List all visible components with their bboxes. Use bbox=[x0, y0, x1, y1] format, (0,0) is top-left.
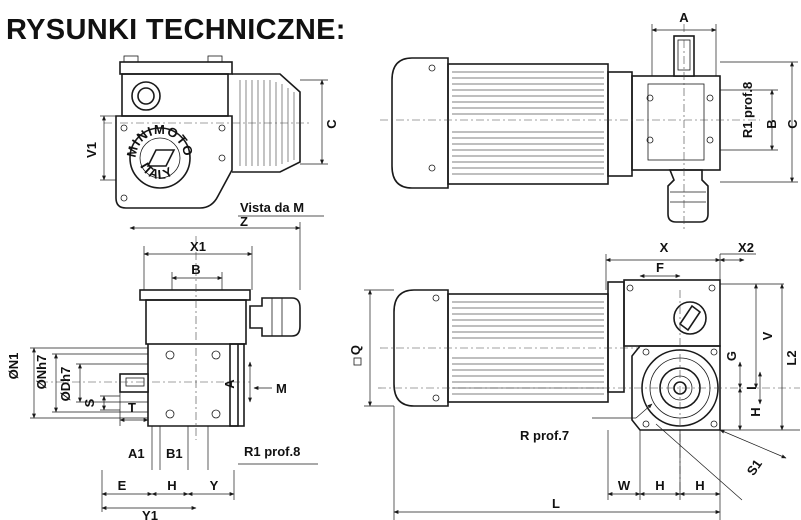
dim-A-top: A bbox=[679, 10, 689, 25]
dim-L2: L2 bbox=[784, 350, 799, 365]
dim-L: L bbox=[552, 496, 560, 511]
dim-H-vertical: H bbox=[748, 407, 763, 416]
dim-A-view: A bbox=[222, 379, 237, 389]
housing-top-flange-M bbox=[139, 289, 251, 301]
view-front-bottom-right: X F X2 Q V L2 G I H R prof.7 S1 bbox=[348, 240, 800, 520]
motor-body-top bbox=[447, 63, 609, 185]
dim-S1: S1 bbox=[744, 457, 765, 479]
dim-G: G bbox=[724, 351, 739, 361]
dim-X2: X2 bbox=[738, 240, 754, 255]
gearbox-top bbox=[631, 75, 721, 171]
dim-Nh7: ØNh7 bbox=[34, 355, 49, 390]
dim-C-left: C bbox=[324, 119, 339, 129]
top-screw-head-right bbox=[207, 55, 223, 63]
adapter-flange-top bbox=[607, 71, 633, 177]
terminal-cover-circle bbox=[673, 301, 707, 335]
view-top-right: A R1 prof.8 B C bbox=[380, 10, 800, 230]
dim-Dh7: ØDh7 bbox=[58, 367, 73, 402]
logo-seal-text: MINIMOTOR bbox=[0, 0, 196, 159]
dim-R1-prof8-view: R1 prof.8 bbox=[244, 444, 300, 459]
dim-T: T bbox=[128, 400, 136, 415]
dim-F: F bbox=[656, 260, 664, 275]
view-side-top-left: MINIMOTOR ITALY V1 C bbox=[0, 0, 339, 209]
dim-Y: Y bbox=[210, 478, 219, 493]
dim-A1: A1 bbox=[128, 446, 145, 461]
gear-housing-side bbox=[115, 115, 233, 209]
dim-V1: V1 bbox=[84, 142, 99, 158]
motor-stub bbox=[232, 73, 301, 173]
dim-N1: ØN1 bbox=[6, 353, 21, 380]
dim-Q: Q bbox=[348, 345, 363, 355]
top-flange bbox=[119, 61, 233, 75]
dim-E: E bbox=[118, 478, 127, 493]
dim-Z: Z bbox=[240, 214, 248, 229]
page-title: RYSUNKI TECHNICZNE: bbox=[6, 14, 346, 46]
dim-H-bottom-2: H bbox=[695, 478, 704, 493]
cable-gland-inner bbox=[137, 87, 155, 105]
dim-R-prof7: R prof.7 bbox=[520, 428, 569, 443]
dim-B1: B1 bbox=[166, 446, 183, 461]
dim-X: X bbox=[660, 240, 669, 255]
output-shaft-M bbox=[119, 373, 149, 393]
dim-X1: X1 bbox=[190, 239, 206, 254]
dim-H-left: H bbox=[167, 478, 176, 493]
dim-C-top: C bbox=[785, 119, 800, 129]
label-vista-da-M: Vista da M bbox=[240, 200, 304, 215]
view-from-M: Vista da M Z X1 B ØN1 ØNh7 bbox=[6, 200, 324, 520]
adapter-flange-front bbox=[607, 281, 625, 393]
motor-end-cap-top bbox=[391, 57, 449, 189]
logo-seal-ring bbox=[129, 127, 191, 189]
terminal-cover-slot bbox=[678, 304, 702, 332]
cable-gland-circle bbox=[131, 81, 161, 111]
dim-B-top: B bbox=[764, 119, 779, 128]
cable-gland-top bbox=[667, 169, 709, 223]
dim-W: W bbox=[618, 478, 631, 493]
cable-gland-M bbox=[249, 297, 301, 337]
label-M-arrow: M bbox=[276, 381, 287, 396]
dim-H-bottom-1: H bbox=[655, 478, 664, 493]
dim-R1-prof8-top: R1 prof.8 bbox=[740, 82, 755, 138]
dim-I: I bbox=[744, 386, 759, 390]
top-screw-head-left bbox=[123, 55, 139, 63]
dim-V: V bbox=[760, 331, 775, 340]
svg-text:ITALY: ITALY bbox=[137, 160, 176, 182]
dim-Y1: Y1 bbox=[142, 508, 158, 520]
square-symbol-icon bbox=[353, 357, 362, 366]
motor-end-cap-front bbox=[393, 289, 449, 407]
dim-S: S bbox=[82, 398, 97, 407]
logo-mark-icon bbox=[146, 149, 176, 167]
